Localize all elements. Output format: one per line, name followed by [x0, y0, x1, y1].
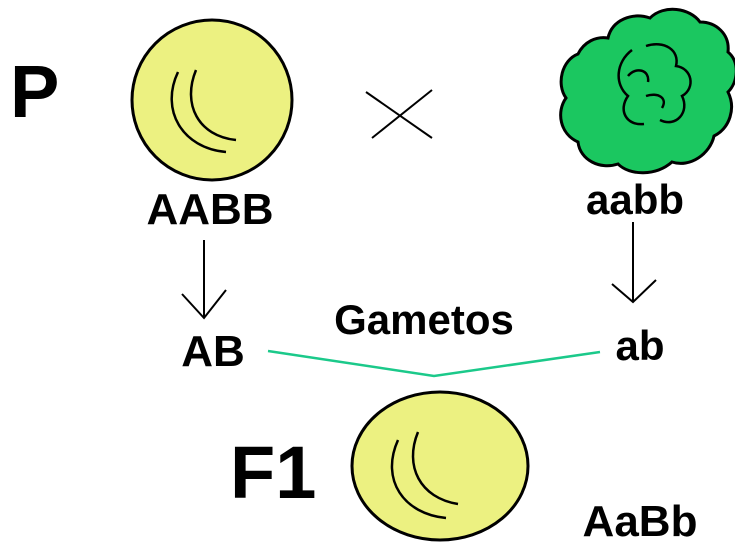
pea-stroke-inner	[189, 69, 237, 142]
wrinkle-stroke-1	[617, 49, 645, 126]
generation-p-label: P	[10, 50, 59, 133]
gametes-title: Gametos	[334, 296, 514, 343]
yellow-pea-body	[130, 18, 294, 182]
generation-f1-label: F1	[230, 431, 316, 514]
yellow-smooth-pea-parent	[130, 18, 294, 182]
recessive-parent-genotype: aabb	[586, 176, 684, 223]
dominant-parent-genotype: AABB	[146, 185, 273, 234]
arrow-to-recessive-gamete	[611, 222, 657, 304]
green-wrinkled-pea-parent	[559, 7, 735, 175]
green-pea-body	[559, 7, 735, 175]
f1-pea-body	[350, 390, 530, 542]
gamete-union-line	[267, 349, 601, 378]
wrinkle-stroke-2	[645, 43, 692, 124]
wrinkle-stroke-4	[645, 93, 665, 109]
yellow-smooth-pea-f1	[350, 390, 530, 542]
cross-symbol	[365, 89, 433, 139]
recessive-gamete-label: ab	[615, 322, 664, 369]
wrinkle-stroke-3	[627, 69, 650, 83]
f1-pea-stroke-inner	[411, 431, 459, 506]
dominant-gamete-label: AB	[181, 327, 245, 376]
f1-pea-stroke-outer	[390, 439, 447, 520]
arrow-to-dominant-gamete	[181, 240, 227, 320]
f1-genotype: AaBb	[583, 497, 698, 544]
pea-stroke-outer	[170, 71, 227, 154]
